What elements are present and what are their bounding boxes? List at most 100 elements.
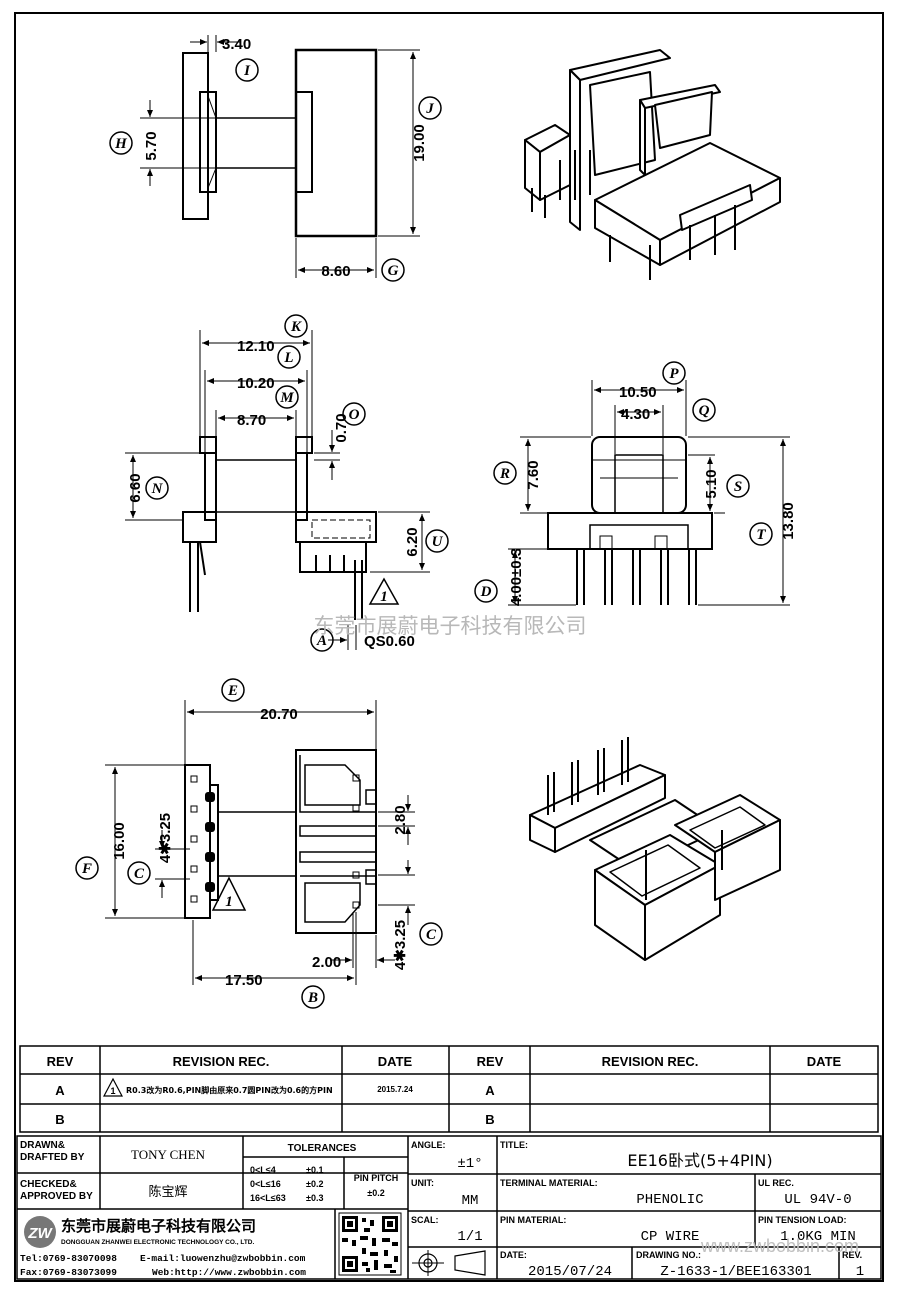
svg-text:G: G [388, 263, 399, 279]
drawn-label-1: DRAWN& [20, 1140, 65, 1151]
scale-label: SCAL: [411, 1215, 439, 1225]
front-view-annotations: 12.10 10.20 8.70 0.70 6.60 6.20 QS0.60 1… [127, 314, 449, 652]
drawn-value: TONY CHEN [131, 1147, 206, 1162]
rev-value: 1 [856, 1264, 864, 1280]
svg-text:B: B [307, 990, 318, 1006]
svg-text:Q: Q [699, 403, 710, 419]
svg-text:S: S [734, 479, 742, 495]
company-web: Web:http://www.zwbobbin.com [152, 1267, 306, 1278]
date-header-1: DATE [378, 1054, 413, 1069]
dim-13-80: 13.80 [780, 502, 797, 540]
label-circle-b: B [301, 985, 325, 1009]
drawing-no-value: Z-1633-1/BEE163301 [660, 1264, 811, 1280]
dim-16-00: 16.00 [111, 822, 128, 860]
label-circle-m: M [275, 385, 299, 409]
svg-text:J: J [425, 101, 434, 117]
pin-tension-label: PIN TENSION LOAD: [758, 1215, 847, 1225]
ul-rec-value: UL 94V-0 [784, 1192, 851, 1208]
terminal-material-value: PHENOLIC [636, 1192, 703, 1208]
pin-material-label: PIN MATERIAL: [500, 1215, 566, 1225]
qr-code [338, 1212, 402, 1276]
ul-rec-label: UL REC. [758, 1178, 794, 1188]
isometric-view-top [524, 49, 781, 280]
tol-value-3: ±0.3 [306, 1193, 323, 1203]
unit-value: MM [462, 1193, 479, 1209]
label-circle-c-left: C [127, 861, 151, 885]
checked-value: 陈宝辉 [148, 1184, 187, 1200]
side-view-annotations: 10.50 4.30 7.60 5.10 13.80 4.00±0.3 P Q … [474, 361, 797, 606]
tol-value-1: ±0.1 [306, 1165, 323, 1175]
dim-4-00: 4.00±0.3 [508, 548, 525, 606]
label-circle-s: S [726, 474, 750, 498]
checked-label-2: APPROVED BY [20, 1191, 93, 1202]
pin-material-value: CP WIRE [641, 1229, 700, 1245]
company-fax: Fax:0769-83073099 [20, 1267, 117, 1278]
bottom-view-annotations: 20.70 16.00 4✱3.25 2.80 2.00 4✱3.25 17.5… [75, 678, 443, 1009]
angle-value: ±1° [457, 1156, 482, 1172]
angle-label: ANGLE: [411, 1140, 446, 1150]
dim-pitch-3-25-right: 4✱3.25 [392, 920, 409, 970]
label-circle-i: I [235, 58, 259, 82]
svg-text:T: T [756, 527, 766, 543]
svg-text:M: M [279, 390, 294, 406]
rev-label: REV. [842, 1250, 862, 1260]
isometric-view-bottom [529, 737, 781, 961]
rev-a-date: 2015.7.24 [377, 1085, 413, 1094]
label-circle-d: D [474, 579, 498, 603]
rev-b-right: B [485, 1112, 494, 1127]
dim-20-70: 20.70 [260, 706, 298, 723]
dim-10-50: 10.50 [619, 384, 657, 401]
tol-range-2: 0<L≤16 [250, 1179, 281, 1189]
note-triangle-1-bottom: 1 [225, 894, 233, 910]
svg-text:O: O [349, 407, 360, 423]
label-circle-a: A [310, 628, 334, 652]
title-block [16, 1135, 882, 1280]
pin-pitch-label: PIN PITCH [354, 1173, 399, 1183]
svg-text:I: I [243, 63, 251, 79]
rev-a-record: R0.3改为R0.6,PIN脚由原来0.7圆PIN改为0.6的方PIN [126, 1085, 333, 1095]
svg-text:N: N [151, 481, 164, 497]
rev-b: B [55, 1112, 64, 1127]
label-circle-r: R [493, 461, 517, 485]
svg-text:A: A [316, 633, 327, 649]
rev-header-2: REV [477, 1054, 504, 1069]
svg-text:E: E [227, 683, 238, 699]
label-circle-e: E [221, 678, 245, 702]
title-label: TITLE: [500, 1140, 528, 1150]
side-view [508, 380, 790, 606]
company-email: E-mail:luowenzhu@zwbobbin.com [140, 1253, 306, 1264]
dim-10-20: 10.20 [237, 375, 275, 392]
drawing-no-label: DRAWING NO.: [636, 1250, 701, 1260]
unit-label: UNIT: [411, 1178, 434, 1188]
drawing-border [14, 12, 884, 1282]
title-block-text: DRAWN& DRAFTED BY TONY CHEN CHECKED& APP… [20, 1140, 864, 1280]
date-header-2: DATE [807, 1054, 842, 1069]
company-logo: ZW [24, 1216, 56, 1248]
label-circle-t: T [749, 522, 773, 546]
svg-text:F: F [81, 861, 92, 877]
svg-text:C: C [134, 866, 145, 882]
svg-text:K: K [290, 319, 302, 335]
dim-5-10: 5.10 [703, 469, 720, 498]
label-circle-o: O [342, 402, 366, 426]
svg-text:ZW: ZW [27, 1225, 53, 1242]
dim-12-10: 12.10 [237, 338, 275, 355]
dim-3-40: 3.40 [222, 36, 251, 53]
company-name-cn: 东莞市展蔚电子科技有限公司 [61, 1217, 256, 1235]
note-triangle-1: 1 [380, 589, 388, 605]
tol-value-2: ±0.2 [306, 1179, 323, 1189]
checked-label-1: CHECKED& [20, 1179, 77, 1190]
label-circle-k: K [284, 314, 308, 338]
label-circle-q: Q [692, 398, 716, 422]
pin-pitch-value: ±0.2 [367, 1188, 384, 1198]
label-circle-u: U [425, 529, 449, 553]
dim-5-70: 5.70 [143, 131, 160, 160]
rev-header-1: REV [47, 1054, 74, 1069]
svg-text:P: P [669, 366, 679, 382]
label-circle-j: J [418, 96, 442, 120]
svg-text:R: R [499, 466, 510, 482]
svg-text:H: H [114, 136, 128, 152]
date-value: 2015/07/24 [528, 1264, 612, 1280]
top-view [140, 35, 420, 278]
label-circle-l: L [277, 345, 301, 369]
